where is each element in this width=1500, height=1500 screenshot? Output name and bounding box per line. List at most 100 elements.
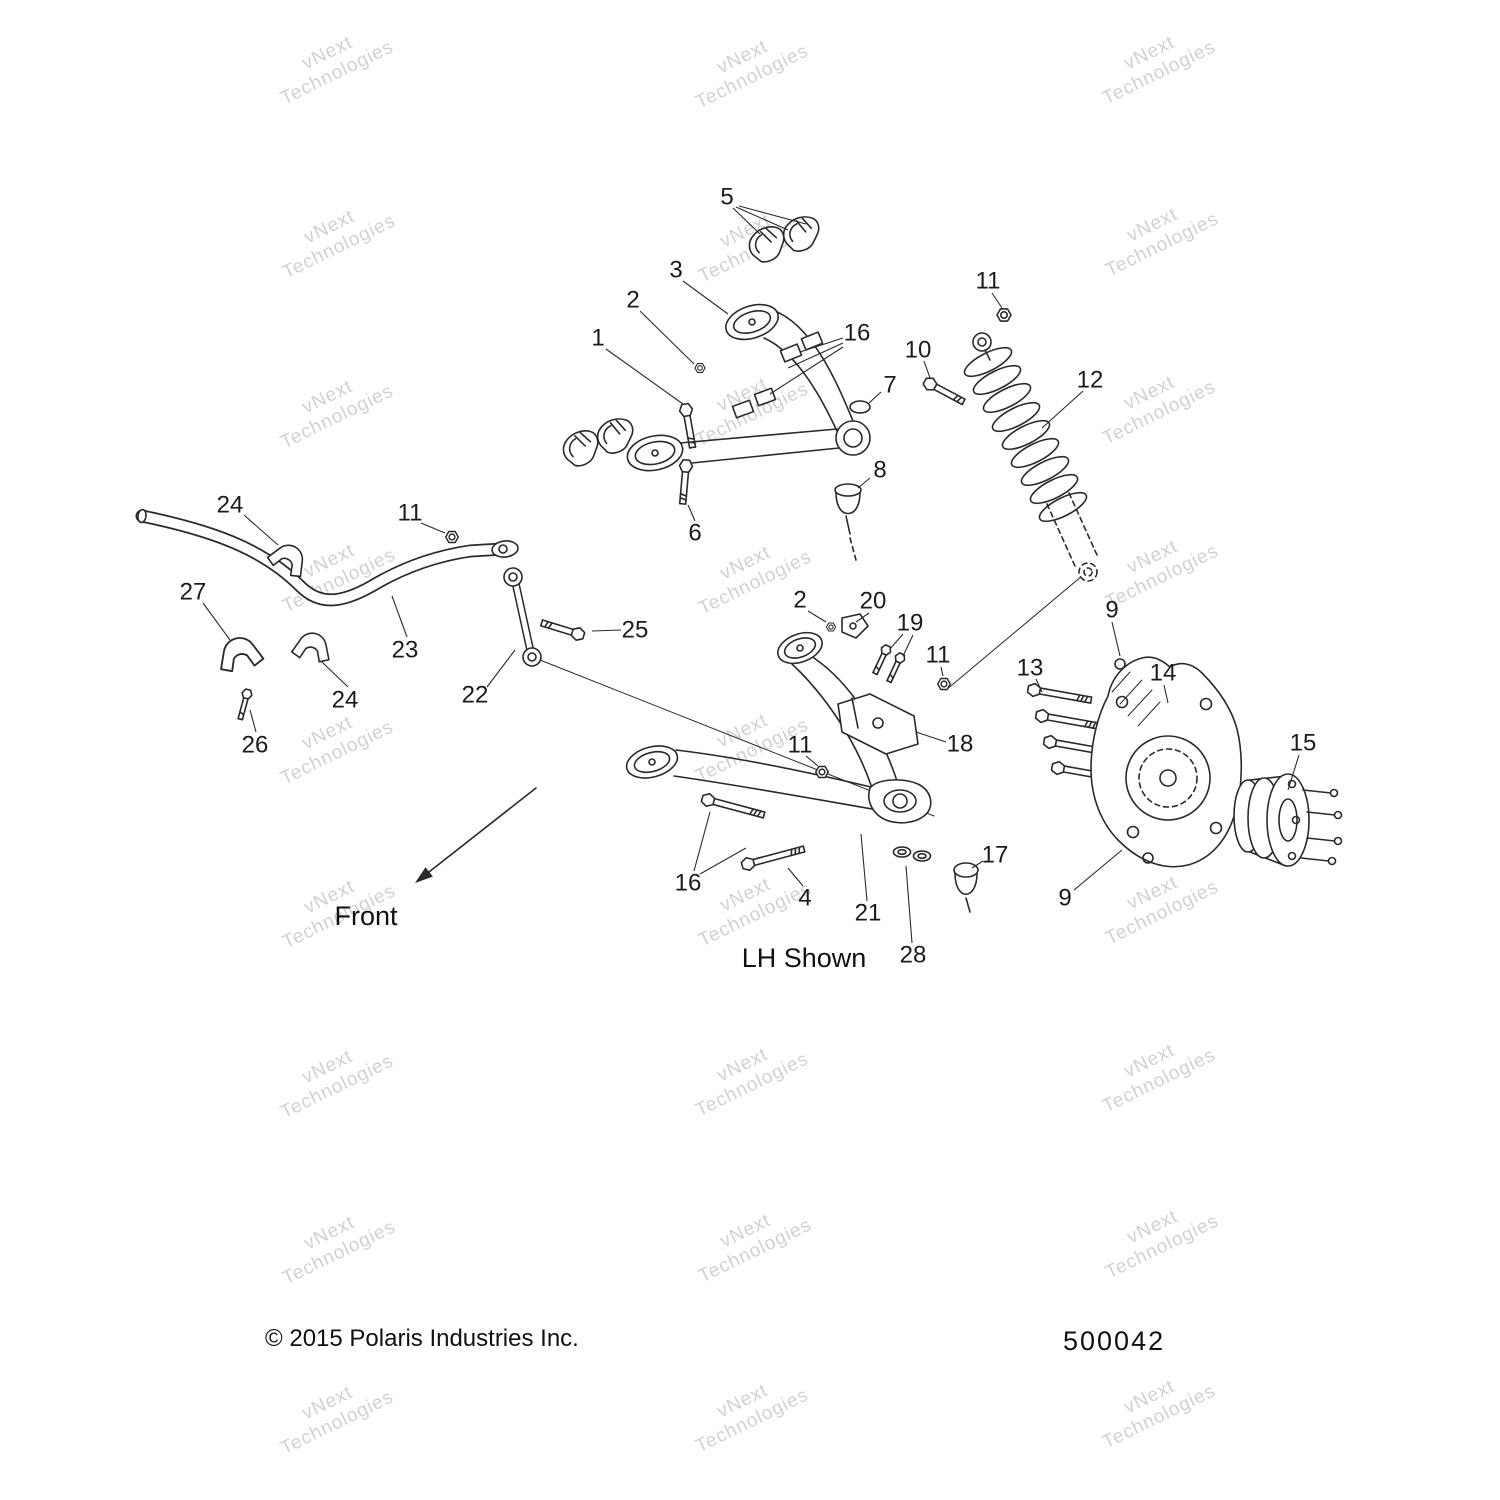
leader-line xyxy=(787,867,804,887)
mount-tab xyxy=(753,387,777,407)
watermark-text: vNextTechnologies xyxy=(683,21,812,114)
leader-line xyxy=(420,522,446,534)
mount-tab xyxy=(731,399,755,419)
leader-line xyxy=(202,602,231,641)
leader-line xyxy=(732,207,761,235)
leader-line xyxy=(321,661,349,688)
assembly-line-shock xyxy=(945,575,1083,691)
washer xyxy=(912,850,932,862)
leader-line xyxy=(868,391,882,404)
sway-bar-clamp-lower xyxy=(290,628,335,665)
watermark-text: vNextTechnologies xyxy=(270,191,399,284)
watermark-text: vNextTechnologies xyxy=(683,1365,812,1458)
callout-10: 10 xyxy=(905,337,932,364)
callout-14: 14 xyxy=(1150,660,1177,687)
pivot-nut xyxy=(694,363,706,373)
lower-control-arm xyxy=(625,631,932,824)
leader-line xyxy=(605,348,684,405)
shock-mount-nut xyxy=(996,308,1012,322)
lower-arm-nut xyxy=(814,765,830,779)
callout-11: 11 xyxy=(926,642,951,669)
watermark-text: vNextTechnologies xyxy=(268,17,397,110)
leader-line xyxy=(243,514,279,546)
drawing-number: 500042 xyxy=(1063,1326,1165,1356)
callout-23: 23 xyxy=(392,637,419,664)
callout-7: 7 xyxy=(883,372,896,399)
leader-line xyxy=(687,504,696,522)
watermark-text: vNextTechnologies xyxy=(268,1031,397,1124)
small-bracket xyxy=(841,613,869,639)
watermark-text: vNextTechnologies xyxy=(1090,17,1219,110)
wheel-hub xyxy=(1233,773,1343,867)
callout-22: 22 xyxy=(462,682,489,709)
coil-spring xyxy=(963,346,1088,523)
shock-absorber xyxy=(963,332,1098,582)
leader-line xyxy=(1035,678,1043,693)
leader-line xyxy=(902,634,914,657)
leader-line xyxy=(591,629,622,632)
leader-line xyxy=(249,709,257,733)
callout-6: 6 xyxy=(688,520,701,547)
callout-5: 5 xyxy=(720,184,733,211)
leader-line xyxy=(787,342,844,369)
callout-11: 11 xyxy=(398,500,423,527)
callout-9: 9 xyxy=(1058,885,1071,912)
watermark-text: vNextTechnologies xyxy=(686,1195,815,1288)
leader-line xyxy=(940,666,944,677)
upper-control-arm xyxy=(626,303,871,472)
leader-line xyxy=(699,847,747,875)
leader-line xyxy=(735,206,789,231)
callout-4: 4 xyxy=(798,885,811,912)
callout-9: 9 xyxy=(1105,597,1118,624)
leader-line xyxy=(923,360,931,379)
upper-arm-rear-bushing xyxy=(725,303,779,341)
leader-line xyxy=(639,310,695,365)
watermark-text: vNextTechnologies xyxy=(1093,1191,1222,1284)
callout-1: 1 xyxy=(591,325,604,352)
bracket-bolt xyxy=(869,643,894,677)
upper-arm-bolt xyxy=(675,458,694,506)
leader-line xyxy=(769,346,844,395)
steering-knuckle xyxy=(1090,656,1243,868)
leader-line xyxy=(799,337,844,353)
copyright-text: © 2015 Polaris Industries Inc. xyxy=(265,1325,579,1352)
watermark-layer: vNextTechnologies vNextTechnologies vNextT… xyxy=(268,17,1222,1459)
leader-line xyxy=(857,477,871,489)
leader-line xyxy=(682,280,729,315)
knuckle-bolt xyxy=(1026,681,1094,708)
leader-line xyxy=(805,755,819,767)
callout-25: 25 xyxy=(622,617,649,644)
leader-line xyxy=(905,865,913,944)
lower-ball-joint xyxy=(953,862,979,913)
callout-20: 20 xyxy=(860,588,887,615)
callout-27: 27 xyxy=(180,579,207,606)
callout-12: 12 xyxy=(1077,367,1104,394)
callout-2: 2 xyxy=(626,287,639,314)
leader-line xyxy=(738,205,807,225)
callout-16: 16 xyxy=(844,320,871,347)
o-ring xyxy=(849,400,871,414)
knuckle-bolt xyxy=(1034,707,1102,734)
front-direction-arrow xyxy=(415,787,537,883)
bracket-bolt xyxy=(234,687,254,722)
shock-mount-bolt xyxy=(920,374,968,409)
mount-tab xyxy=(800,331,824,351)
shock-body xyxy=(1046,503,1076,567)
shock-top-eyelet xyxy=(972,332,992,352)
lower-arm-front-bushing xyxy=(625,745,679,779)
leader-line xyxy=(1041,390,1084,429)
suspension-drawing xyxy=(135,214,1343,913)
callout-18: 18 xyxy=(947,731,974,758)
link-bolt xyxy=(538,615,587,643)
leader-line xyxy=(693,811,711,872)
callout-2: 2 xyxy=(793,587,806,614)
knuckle-bore xyxy=(1125,735,1211,821)
leader-line xyxy=(915,731,947,743)
watermark-text: vNextTechnologies xyxy=(1090,357,1219,450)
callout-8: 8 xyxy=(873,457,886,484)
watermark-text: vNextTechnologies xyxy=(683,1029,812,1122)
pivot-clip xyxy=(781,214,822,254)
leader-line xyxy=(486,649,516,688)
